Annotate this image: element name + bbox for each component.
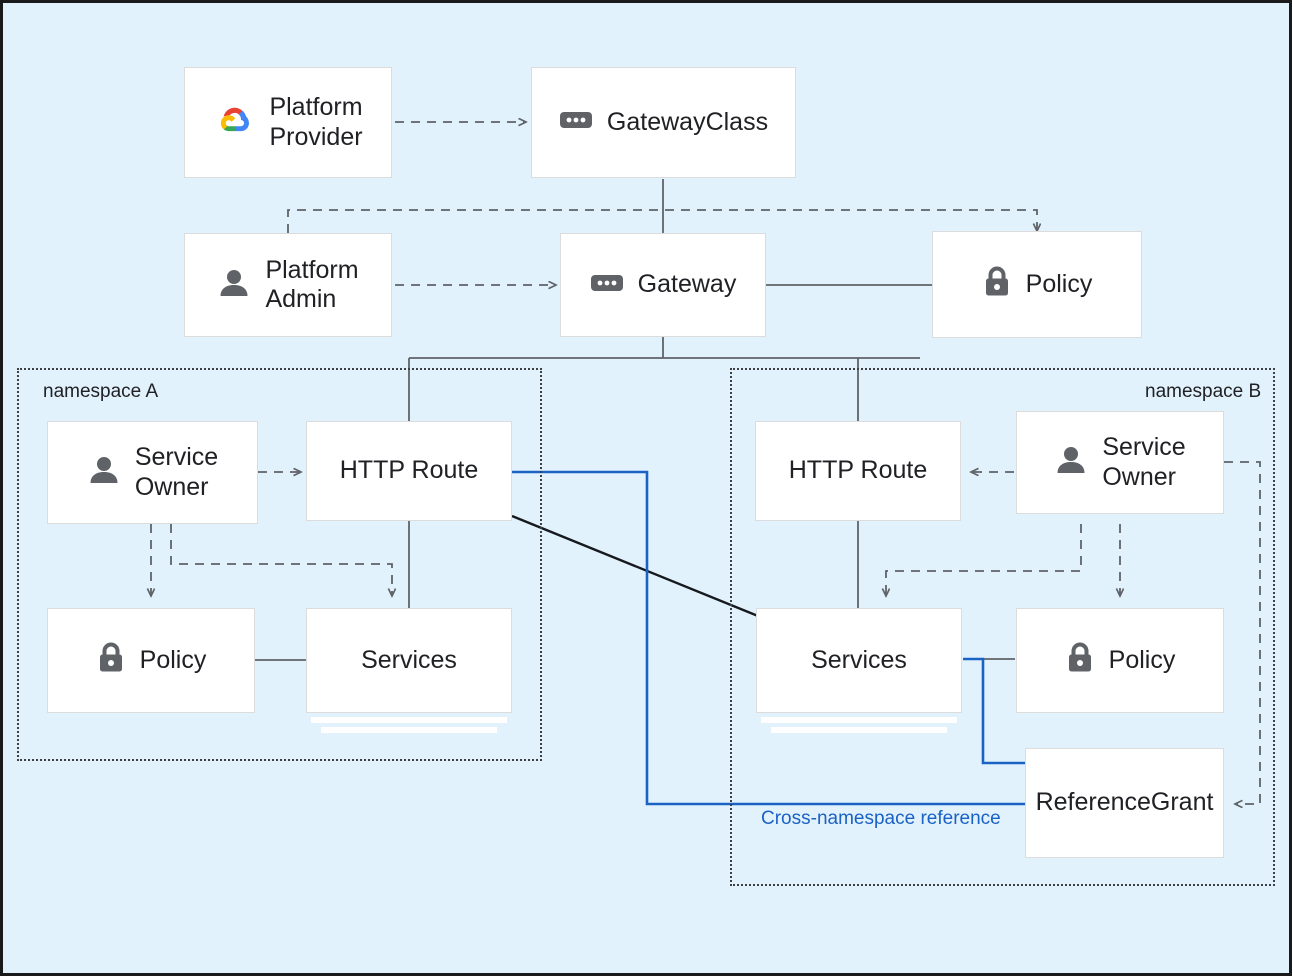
node-platform-admin[interactable]: Platform Admin	[184, 233, 392, 337]
node-platform-provider-label: Platform Provider	[269, 93, 363, 151]
node-policy-a[interactable]: Policy	[47, 608, 255, 713]
gateway-chip-icon	[559, 109, 593, 136]
node-services-b-label: Services	[811, 645, 907, 674]
wire-httproute-a-to-services-b-diagonal	[511, 514, 759, 618]
wire-admin-to-policy	[287, 209, 1037, 233]
node-service-owner-b[interactable]: Service Owner	[1016, 411, 1224, 514]
node-policy-a-label: Policy	[139, 645, 207, 674]
lock-icon	[96, 641, 126, 680]
node-policy-top-label: Policy	[1025, 269, 1093, 298]
cross-namespace-reference-label: Cross-namespace reference	[761, 808, 1001, 829]
person-icon	[1054, 443, 1088, 482]
node-services-a[interactable]: Services	[306, 608, 512, 713]
lock-icon	[982, 265, 1012, 304]
node-http-route-a-label: HTTP Route	[339, 456, 479, 485]
node-services-a-label: Services	[361, 645, 457, 674]
namespace-b-label: namespace B	[1145, 381, 1262, 402]
node-http-route-b[interactable]: HTTP Route	[755, 421, 961, 521]
namespace-a-label: namespace A	[43, 381, 159, 402]
node-gatewayclass-label: GatewayClass	[606, 107, 769, 136]
node-gatewayclass[interactable]: GatewayClass	[531, 67, 796, 178]
node-service-owner-b-label: Service Owner	[1102, 433, 1186, 491]
node-service-owner-a[interactable]: Service Owner	[47, 421, 258, 524]
node-policy-top[interactable]: Policy	[932, 231, 1142, 338]
person-icon	[87, 453, 121, 492]
node-services-b[interactable]: Services	[756, 608, 962, 713]
node-policy-b[interactable]: Policy	[1016, 608, 1224, 713]
lock-icon	[1065, 641, 1095, 680]
node-gateway[interactable]: Gateway	[560, 233, 766, 337]
node-services-b-stack-shadow	[761, 713, 957, 733]
google-cloud-logo-icon	[213, 102, 255, 143]
node-services-a-stack-shadow	[311, 713, 507, 733]
node-platform-provider[interactable]: Platform Provider	[184, 67, 392, 178]
person-icon	[217, 266, 251, 305]
node-reference-grant[interactable]: ReferenceGrant	[1025, 748, 1224, 858]
node-http-route-b-label: HTTP Route	[788, 456, 928, 485]
node-gateway-label: Gateway	[637, 270, 737, 299]
node-service-owner-a-label: Service Owner	[134, 443, 219, 501]
node-reference-grant-label: ReferenceGrant	[1035, 788, 1214, 817]
node-policy-b-label: Policy	[1108, 645, 1176, 674]
gateway-chip-icon	[590, 272, 624, 299]
node-http-route-a[interactable]: HTTP Route	[306, 421, 512, 521]
node-platform-admin-label: Platform Admin	[265, 255, 359, 314]
